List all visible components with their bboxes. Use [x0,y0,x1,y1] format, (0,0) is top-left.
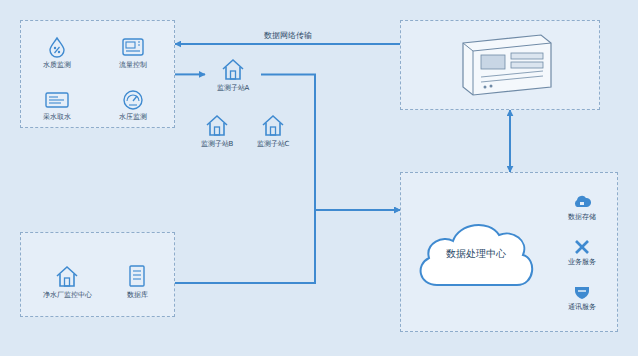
station-node: 监测子站C [246,104,300,148]
icon-node: 水质监测 [29,29,85,69]
monitor-region: 水质监测 流量控制采水取水 水压监测 [20,20,175,128]
center-region: 数据处理中心 数据存储业务服务通讯服务 [400,172,618,332]
edge-label: 数据网络传输 [262,30,314,41]
icon-node: 流量控制 [105,29,161,69]
node-label: 采水取水 [43,113,71,121]
connector [509,110,511,172]
service-icon: 业务服务 [553,228,611,266]
node-label: 水质监测 [43,61,71,69]
icon-node: 采水取水 [29,81,85,121]
service-icon: 数据存储 [553,183,611,221]
node-label: 水压监测 [119,113,147,121]
node-label: 数据存储 [568,213,596,221]
node-label: 监测子站A [217,84,250,92]
icon-node: 水压监测 [105,81,161,121]
device-region [400,20,600,110]
service-icon: 通讯服务 [553,273,611,311]
icon-node: 数据库 [113,253,161,299]
node-label: 监测子站C [257,140,290,148]
node-label: 净水厂监控中心 [43,291,92,299]
node-label: 通讯服务 [568,303,596,311]
cloud-node: 数据处理中心 [413,215,538,293]
node-label: 数据库 [127,291,148,299]
node-label: 监测子站B [201,140,234,148]
icon-node: 净水厂监控中心 [29,253,105,299]
station-node: 监测子站A [205,48,261,92]
plant-region: 净水厂监控中心 数据库 [20,232,175,317]
node-label: 业务服务 [568,258,596,266]
station-node: 监测子站B [190,104,244,148]
node-label: 数据处理中心 [446,248,506,260]
connector [175,43,400,45]
node-label: 流量控制 [119,61,147,69]
connector [175,73,205,75]
connector [175,210,400,283]
